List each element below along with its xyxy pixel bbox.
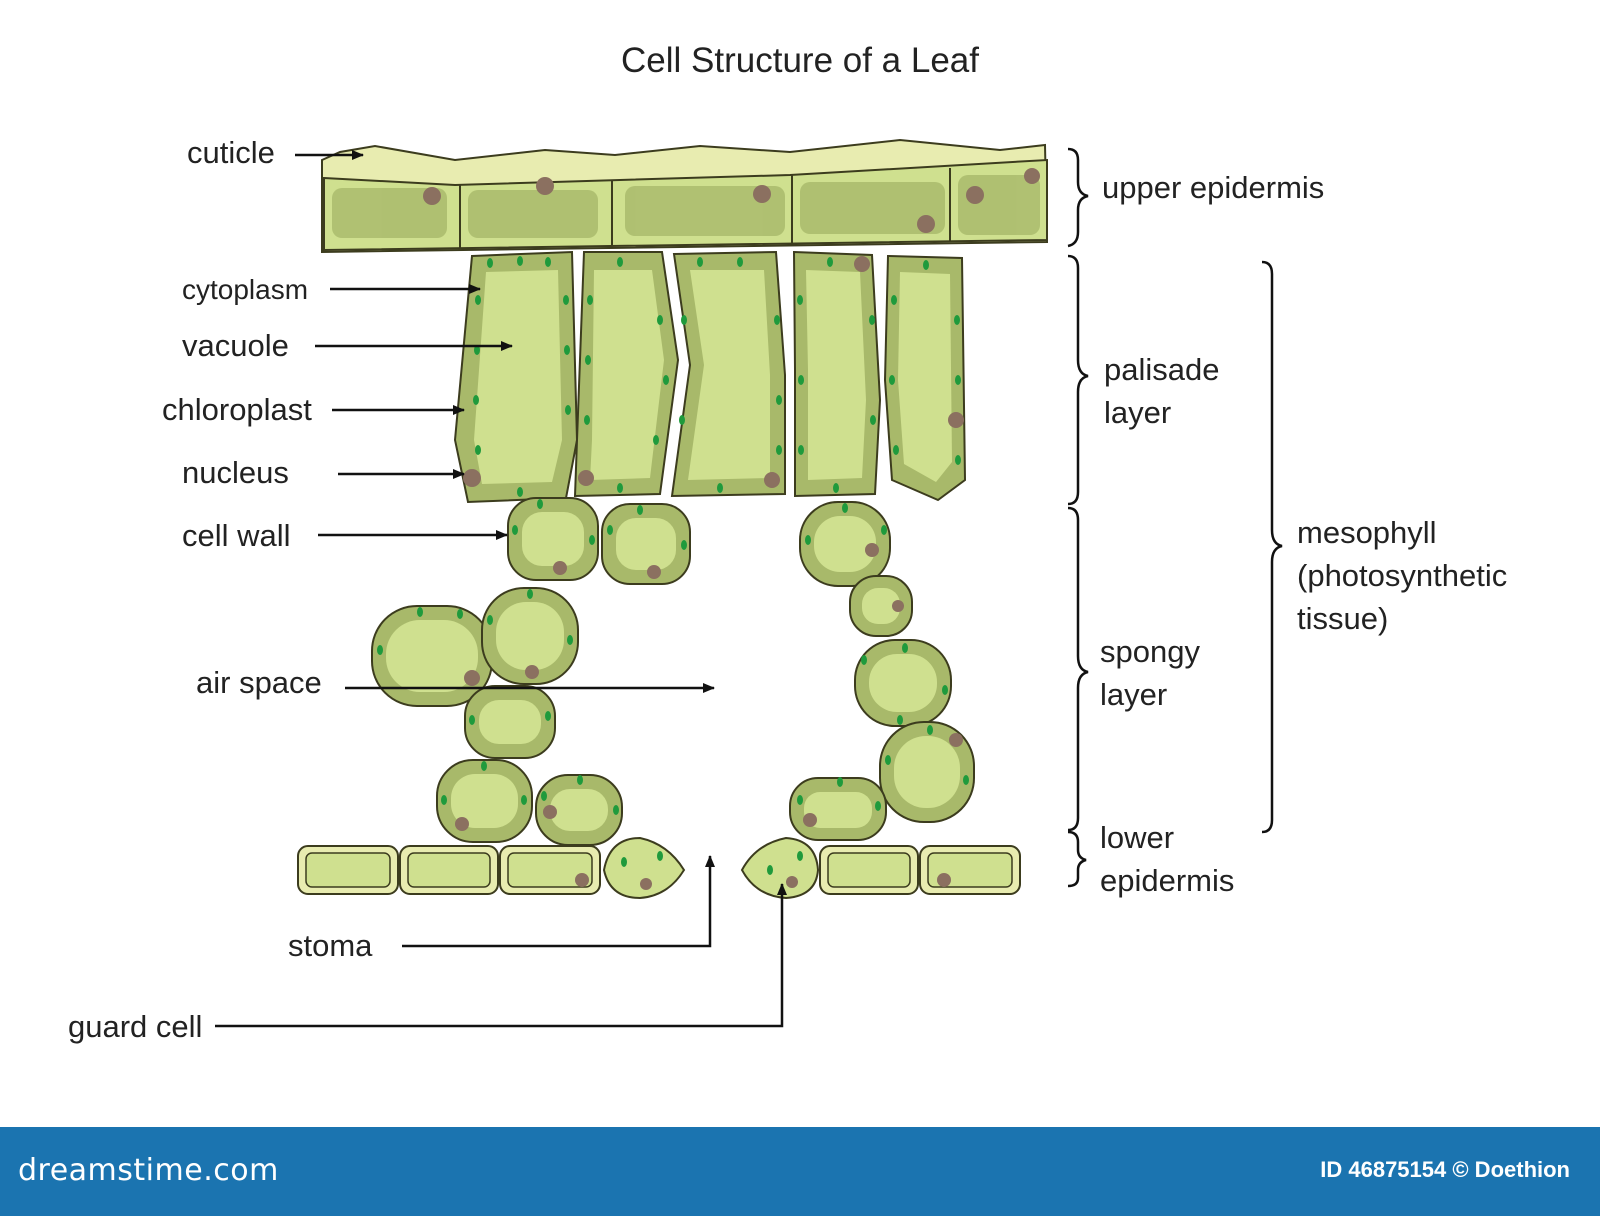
footer-credit: ID 46875154 © Doethion (1320, 1157, 1570, 1182)
label-mesophyll-line1: mesophyll (1297, 515, 1437, 550)
label-spongy-line1: spongy (1100, 634, 1200, 669)
brace-lower-epidermis (1067, 830, 1087, 888)
guard-cell-right (740, 836, 820, 900)
stoma-arrow (402, 855, 715, 948)
brace-upper-epidermis (1067, 147, 1089, 248)
label-lower-line1: lower (1100, 820, 1174, 855)
label-vacuole: vacuole (182, 328, 289, 363)
epidermis-nuclei (423, 168, 1040, 233)
guard-cell-left (602, 836, 686, 900)
footer-brand[interactable]: dreamstime.com (18, 1153, 279, 1188)
upper-epidermis (321, 138, 1049, 254)
label-upper-epidermis: upper epidermis (1102, 170, 1324, 205)
palisade-nuclei (463, 256, 964, 488)
guard-cell-arrow (215, 883, 787, 1028)
brace-palisade (1067, 254, 1089, 506)
label-air-space: air space (196, 665, 322, 700)
label-stoma: stoma (288, 928, 373, 963)
label-cuticle: cuticle (187, 135, 275, 170)
label-spongy-line2: layer (1100, 677, 1167, 712)
palisade-chloroplasts (473, 256, 961, 497)
label-chloroplast: chloroplast (162, 392, 312, 427)
brace-mesophyll (1261, 260, 1283, 834)
spongy-chloroplasts (377, 499, 969, 815)
spongy-layer (371, 497, 975, 846)
region-braces (1067, 147, 1283, 888)
label-cell-wall: cell wall (182, 518, 291, 553)
label-arrows (215, 150, 787, 1028)
brace-spongy (1067, 506, 1089, 832)
palisade-layer (453, 250, 967, 504)
label-mesophyll-line3: tissue) (1297, 601, 1388, 636)
lower-epidermis (297, 836, 1021, 900)
footer-bar: dreamstime.com ID 46875154 © Doethion (0, 1127, 1600, 1216)
label-nucleus: nucleus (182, 455, 289, 490)
label-palisade-line1: palisade (1104, 352, 1219, 387)
leaf-diagram: Cell Structure of a Leaf (68, 41, 1507, 1044)
label-guard-cell: guard cell (68, 1009, 202, 1044)
label-lower-line2: epidermis (1100, 863, 1234, 898)
spongy-nuclei (455, 543, 963, 831)
diagram-title: Cell Structure of a Leaf (621, 41, 979, 80)
label-cytoplasm: cytoplasm (182, 274, 308, 305)
label-palisade-line2: layer (1104, 395, 1171, 430)
label-mesophyll-line2: (photosynthetic (1297, 558, 1507, 593)
